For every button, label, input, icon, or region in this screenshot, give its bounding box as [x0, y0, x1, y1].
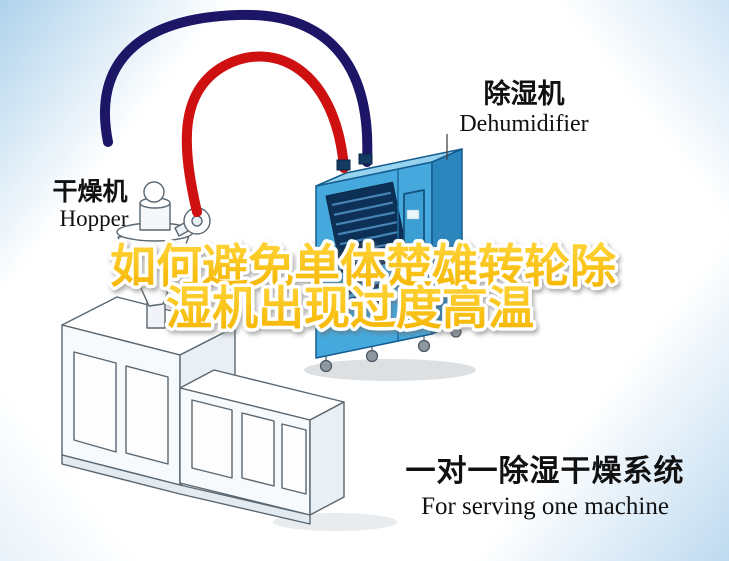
- dehumidifier-label-en: Dehumidifier: [459, 111, 588, 137]
- cabinet-door-panel: [73, 351, 117, 453]
- door-handle: [406, 248, 411, 261]
- body-panel: [241, 412, 275, 487]
- door-sticker: [406, 209, 420, 220]
- headline-line2: 湿机出现过度高温: [166, 281, 534, 335]
- hopper-label-en: Hopper: [60, 206, 129, 231]
- funnel-ball-valve: [143, 181, 165, 203]
- dehumidifier-shadow: [304, 359, 476, 381]
- headline-line1: 如何避免单体楚雄转轮除: [110, 239, 617, 293]
- dehumidifier-unit: [315, 148, 463, 373]
- caster-wheels: [319, 323, 462, 373]
- body-side-face: [309, 401, 345, 516]
- blower-hub: [191, 215, 203, 227]
- extruder-machine: [61, 296, 345, 525]
- lower-vents: [328, 273, 395, 314]
- headline: 如何避免单体楚雄转轮除 湿机出现过度高温: [107, 236, 621, 339]
- unit-top-face: [315, 148, 463, 187]
- unit-door: [403, 189, 425, 321]
- body-panel: [191, 399, 233, 479]
- hopper-funnel: [116, 181, 211, 329]
- pipe-stub: [336, 159, 351, 171]
- vent-grille: [325, 181, 409, 273]
- dry-air-pipe: [181, 51, 349, 217]
- hopper-label-zh: 干燥机: [52, 177, 127, 206]
- dehumidifier-label-zh: 除湿机: [484, 78, 565, 110]
- system-label-zh: 一对一除湿干燥系统: [406, 454, 685, 489]
- cabinet-door-panel: [125, 365, 169, 465]
- machine-base: [61, 454, 311, 525]
- body-panel: [281, 423, 307, 495]
- pipe-stub: [358, 153, 373, 165]
- return-air-pipe: [99, 9, 373, 167]
- system-label-en: For serving one machine: [421, 493, 669, 520]
